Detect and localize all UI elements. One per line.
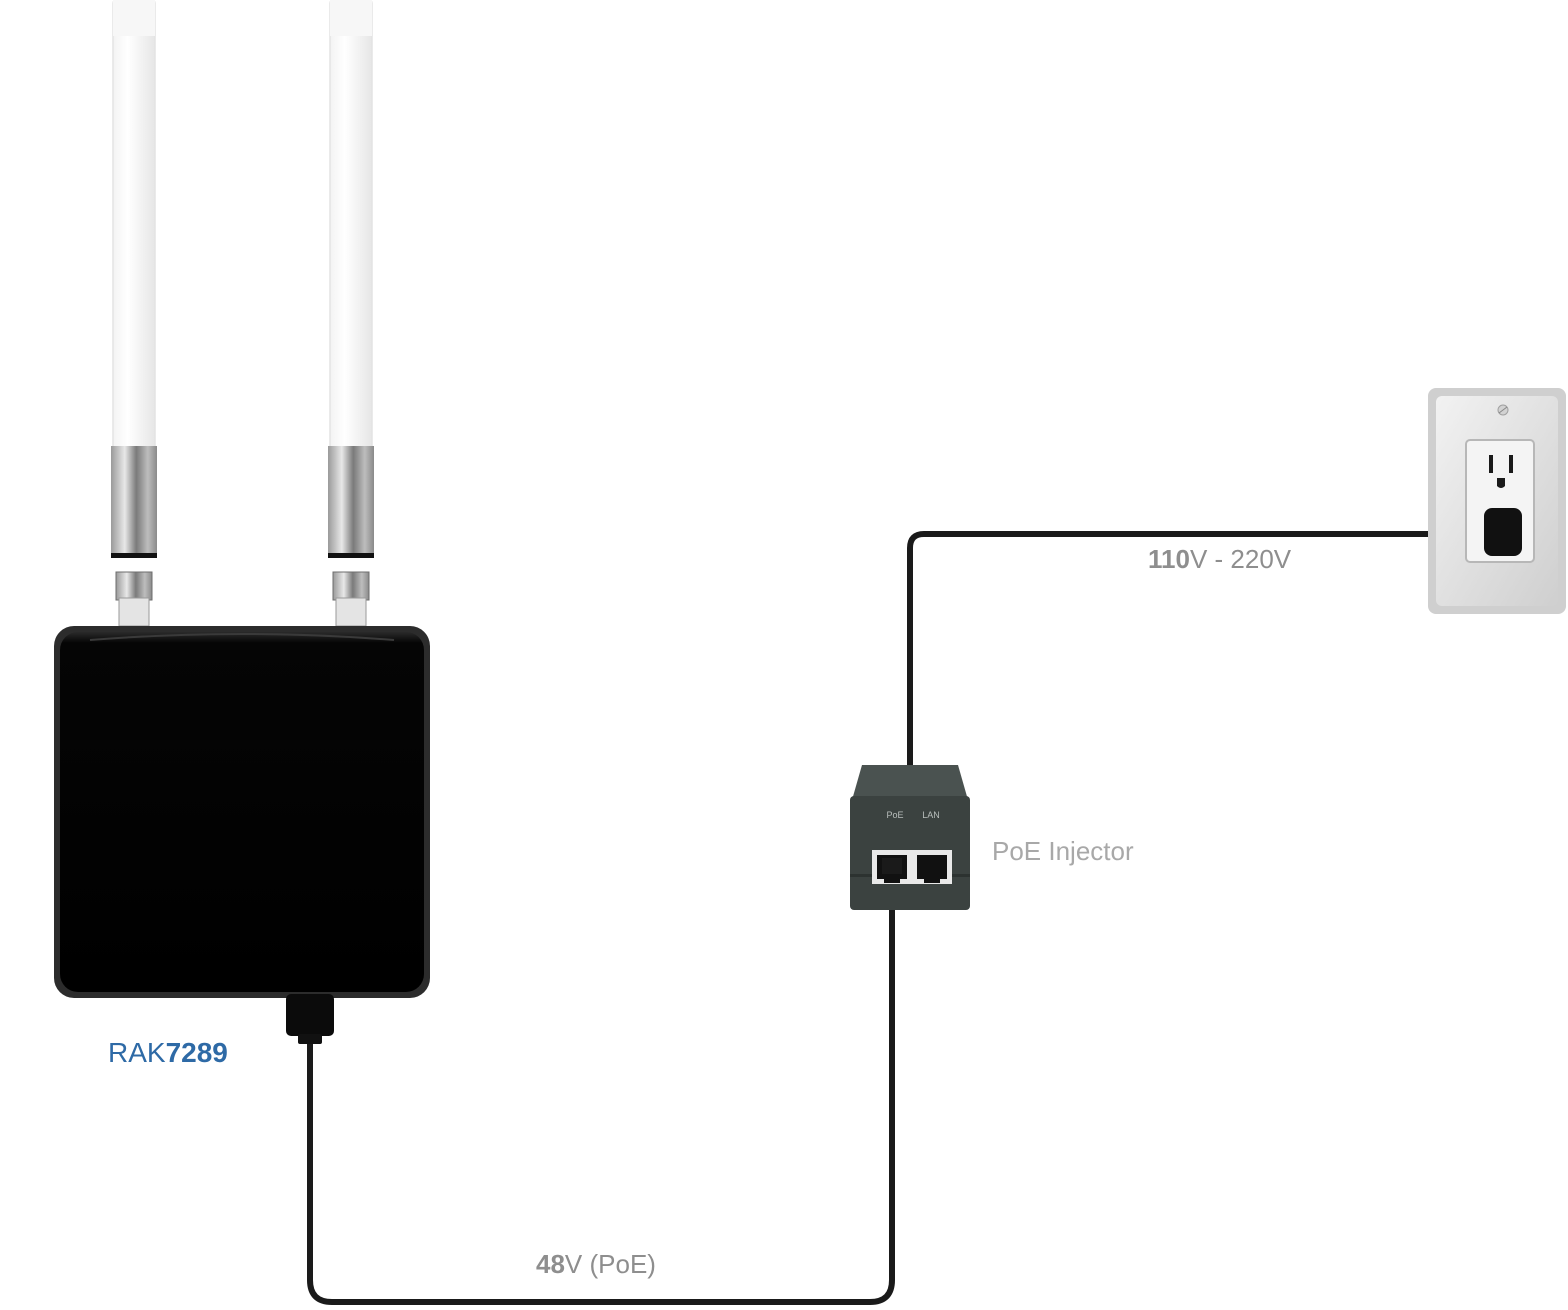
gateway-label-prefix: RAK [108, 1037, 166, 1068]
rj45-port-icon [912, 850, 952, 884]
plug-icon [1484, 508, 1522, 556]
gateway-label-model: 7289 [166, 1037, 228, 1068]
mains-voltage-strong: 110 [1148, 544, 1190, 574]
poe-voltage-label: 48V (PoE) [536, 1249, 656, 1279]
antenna-icon [328, 0, 374, 627]
mains-voltage-tail: V [1274, 544, 1292, 574]
port-label-poe: PoE [886, 810, 903, 820]
gateway-label: RAK7289 [108, 1037, 228, 1068]
cable-poe [307, 872, 895, 1305]
gateway-icon [54, 626, 430, 1044]
antenna-icon [111, 0, 157, 627]
cable-mains [907, 531, 1503, 773]
wall-outlet-icon [1428, 388, 1566, 614]
injector-label: PoE Injector [992, 836, 1134, 866]
mains-voltage-rest: V - 220 [1190, 544, 1274, 574]
poe-voltage-rest: V (PoE) [565, 1249, 656, 1279]
port-label-lan: LAN [922, 810, 940, 820]
mains-voltage-label: 110V - 220V [1148, 544, 1292, 574]
poe-voltage-strong: 48 [536, 1249, 565, 1279]
poe-injector-icon: PoE LAN [850, 765, 970, 910]
